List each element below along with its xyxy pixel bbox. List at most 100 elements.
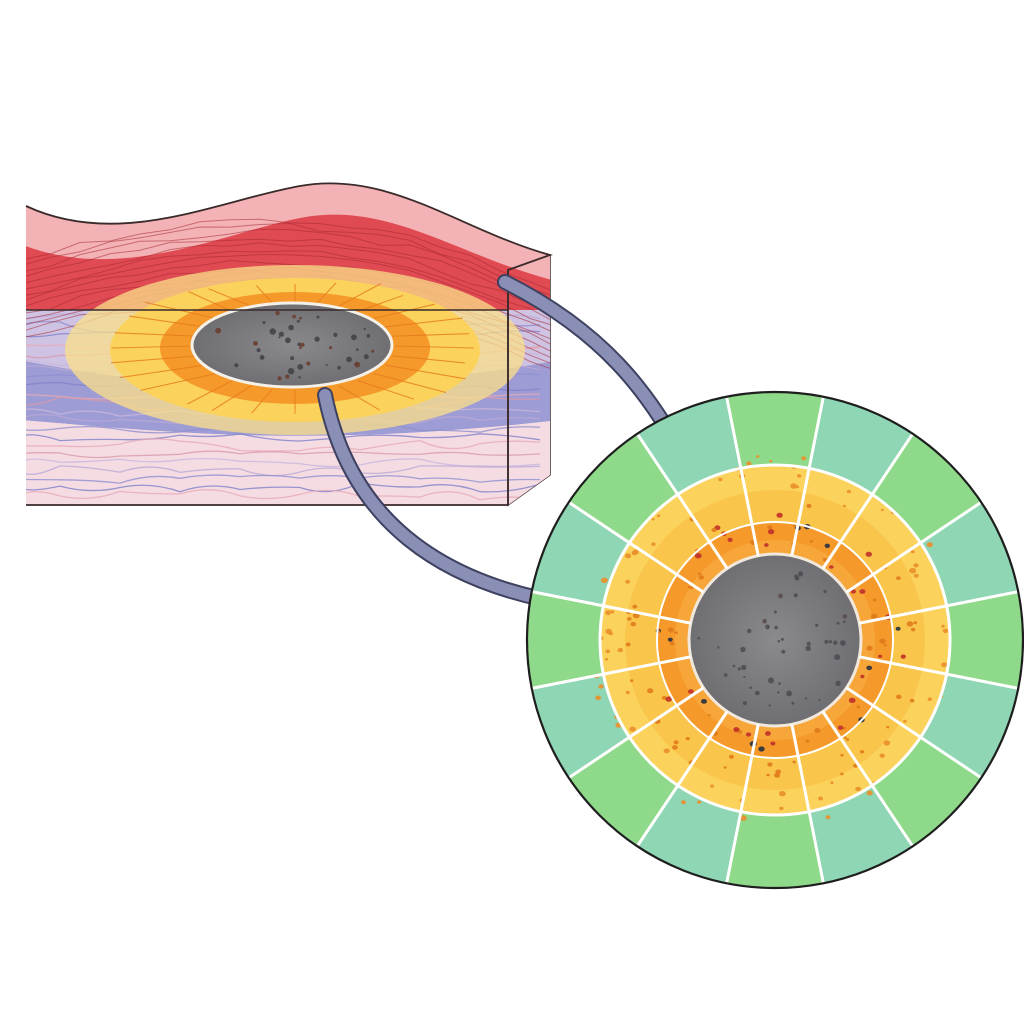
ring-speck (809, 539, 814, 543)
lesion-vein (119, 364, 205, 379)
ring-speck (855, 786, 862, 792)
core-speck (743, 675, 746, 679)
core-speck (777, 691, 780, 694)
lesion-speck (346, 356, 352, 363)
ring-speck (896, 576, 901, 581)
lesion-speck (262, 321, 266, 325)
lesion-speck (314, 336, 320, 342)
ring-speck (667, 627, 675, 633)
ring-speck (647, 688, 654, 694)
ring-speck (766, 773, 770, 777)
sector-line (845, 686, 993, 786)
ring-speck (866, 645, 873, 651)
core-speck (780, 637, 784, 641)
lesion-vein (394, 345, 474, 349)
ring-speck (903, 719, 907, 723)
ring-speck (883, 643, 887, 647)
lesion-speck (292, 314, 296, 319)
ring-speck (814, 728, 821, 733)
ring-speck (667, 637, 673, 642)
ring-speck (870, 613, 878, 619)
core-speck (794, 574, 798, 579)
ring-speck (910, 550, 915, 554)
ring-speck (629, 726, 636, 732)
ring-speck (806, 503, 812, 508)
ring-speck (830, 781, 834, 785)
ring-speck (846, 489, 852, 494)
sector-line (527, 587, 691, 625)
lesion-speck (300, 342, 305, 347)
ring-speck (848, 697, 856, 703)
ring-speck (767, 525, 773, 530)
sector-line (790, 392, 828, 556)
lesion-speck (278, 331, 284, 337)
lesion-vein (211, 385, 252, 411)
core-speck (741, 664, 747, 671)
lesion-speck (325, 363, 328, 366)
magnified-lesion-detail (525, 390, 1024, 890)
ring-speck (764, 543, 769, 547)
core-speck (815, 623, 819, 627)
core-speck (836, 621, 840, 625)
core-speck (768, 704, 771, 707)
ring-speck (718, 477, 723, 482)
ring-speck (595, 695, 602, 701)
ring-speck (765, 731, 771, 736)
lesion-vein-pattern (111, 282, 474, 415)
lesion-vein (188, 290, 233, 313)
ring-speck (631, 550, 637, 556)
core-speck (740, 646, 746, 653)
core-speck (793, 593, 798, 598)
lesion-vein (357, 379, 415, 400)
lesion-vein (392, 355, 465, 364)
ring-speck (673, 740, 679, 745)
lesion-speck (363, 327, 366, 331)
lesion-vein (357, 294, 403, 313)
core-speck (835, 680, 841, 686)
ring-speck (610, 610, 615, 614)
ring-speck (707, 714, 711, 717)
lesion-speck (299, 316, 302, 320)
ring-speck (856, 705, 861, 709)
ring-speck (674, 631, 678, 635)
ring-speck (880, 508, 884, 512)
core-speck (762, 618, 767, 624)
lesion-speck (215, 327, 222, 334)
ring-speck (600, 577, 608, 584)
ring-speck (941, 624, 945, 628)
sector-line (821, 710, 921, 858)
sector-line (790, 724, 828, 888)
ring-speck (779, 791, 786, 797)
sector-line (859, 655, 1023, 693)
epidermis-fiber (26, 238, 550, 314)
ring-speck (651, 542, 656, 546)
lesion-vein (111, 355, 198, 364)
lesion-speck (351, 334, 357, 341)
ring-speck (909, 567, 917, 574)
lesion-speck (259, 355, 265, 360)
core-speck (732, 664, 736, 668)
lesion-core (190, 301, 394, 389)
ring-speck (608, 631, 613, 636)
epidermis-fiber (26, 250, 550, 326)
core-speck (737, 667, 741, 671)
core-speck (804, 697, 808, 700)
ring-speck (895, 626, 901, 631)
lesion-speck (285, 337, 291, 344)
core-speck (717, 646, 720, 649)
ring-speck (665, 696, 673, 702)
ring-speck (681, 800, 686, 805)
ring-speck (942, 628, 949, 633)
ring-speck (756, 455, 760, 458)
ring-speck (845, 738, 850, 741)
ring-speck (758, 746, 765, 752)
sector-line (845, 494, 993, 594)
core-speck (774, 625, 778, 630)
ring-speck (825, 815, 831, 820)
ring-speck (767, 529, 775, 535)
lesion-speck (363, 354, 369, 360)
ring-speck (829, 565, 834, 569)
core-speck (747, 628, 752, 634)
ring-speck (710, 784, 715, 788)
